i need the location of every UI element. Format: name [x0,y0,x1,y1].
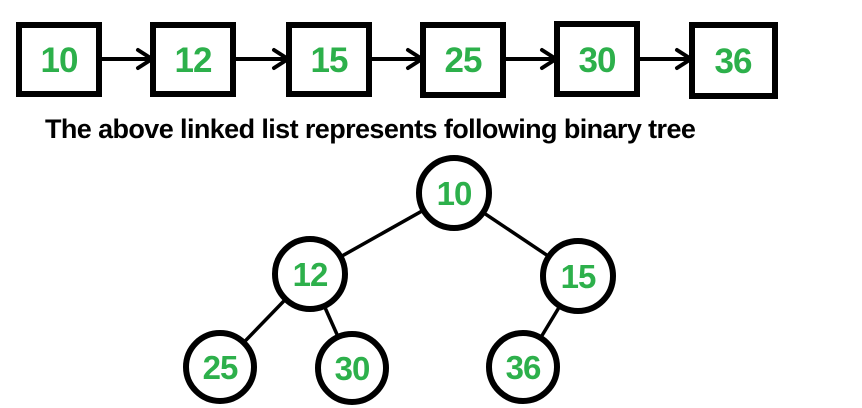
list-node-value: 30 [579,41,616,80]
list-node-box [286,22,372,97]
caption: The above linked list represents followi… [45,114,696,144]
tree-node-circle [183,330,257,404]
list-node-box [689,22,778,99]
next-pointer-arrow [501,48,560,70]
list-node-box [420,22,506,98]
tree-node-circle [272,236,348,312]
tree-node-value: 12 [293,256,328,293]
list-node-value: 36 [715,42,752,81]
tree-node-value: 15 [561,258,596,295]
next-pointer-arrow [97,48,156,70]
next-pointer-arrow [367,48,426,70]
tree-node-circle [540,238,616,314]
binary-tree: 10 12 15 25 30 36 [183,155,616,405]
tree-node-value: 30 [335,350,370,387]
list-node-value: 10 [41,41,78,80]
next-pointer-arrow [231,48,292,70]
list-node-value: 15 [311,41,348,80]
tree-node-value: 10 [437,175,472,212]
list-node-value: 12 [175,41,212,80]
next-pointer-arrow [635,48,695,70]
tree-node-circle [486,330,560,404]
tree-node-value: 25 [203,349,238,386]
tree-node-circle [315,331,389,405]
list-node-value: 25 [445,41,482,80]
tree-node-value: 36 [506,349,541,386]
list-node-box [150,22,236,97]
linked-list: 10 12 15 25 30 36 [16,21,778,99]
list-node-box [554,21,640,97]
list-node-box [16,22,102,97]
tree-node-circle [416,155,492,231]
